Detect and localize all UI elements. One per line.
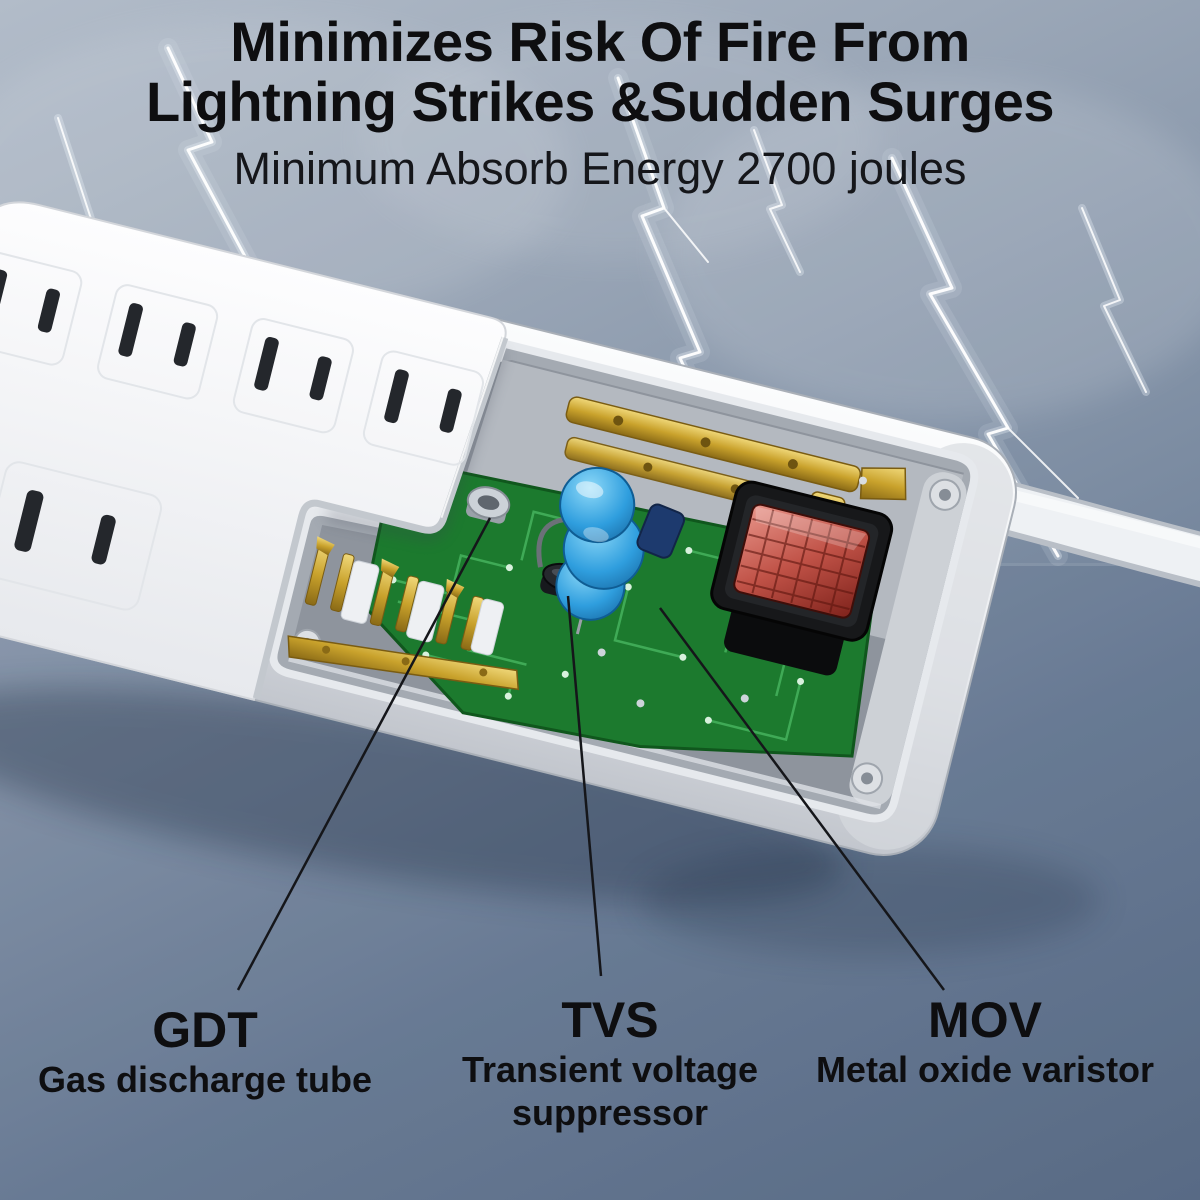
tvs-description-line-2: suppressor: [511, 1092, 709, 1134]
outlet-slot: [37, 288, 60, 333]
mov-abbreviation: MOV: [928, 992, 1042, 1048]
power-switch: [710, 480, 894, 676]
outlet-slot: [439, 388, 462, 433]
capacitor-component: [636, 503, 686, 559]
brass-contacts: [287, 536, 520, 691]
leader-line-gdt: [236, 517, 492, 991]
leader-line-mov: [658, 607, 946, 991]
strip-shadow: [0, 687, 1100, 955]
lightning-bolt-icon: [1078, 204, 1150, 396]
headline: Minimizes Risk Of Fire From Lightning St…: [0, 10, 1200, 195]
outlet-slot: [309, 356, 332, 401]
power-strip: [0, 201, 1018, 857]
gdt-component: [466, 486, 511, 524]
gdt-abbreviation: GDT: [152, 1002, 258, 1058]
outlet-slot: [173, 322, 196, 367]
leader-line-tvs: [566, 595, 603, 977]
mov-description: Metal oxide varistor: [815, 1049, 1155, 1090]
callout-mov: MOV Metal oxide varistor: [775, 992, 1195, 1091]
strip-cover: [0, 201, 509, 701]
outlet-slot: [254, 336, 279, 391]
outlets: [0, 250, 484, 611]
outlet-slot: [91, 514, 116, 565]
callout-tvs: TVS Transient voltage suppressor: [425, 992, 795, 1134]
gdt-description: Gas discharge tube: [37, 1059, 373, 1100]
headline-line-1: Minimizes Risk Of Fire From: [230, 10, 970, 73]
headline-subtitle: Minimum Absorb Energy 2700 joules: [233, 142, 967, 194]
callout-gdt: GDT Gas discharge tube: [15, 1002, 395, 1101]
tvs-abbreviation: TVS: [561, 992, 659, 1048]
outlet-slot: [0, 269, 8, 323]
outlet-slot: [118, 303, 143, 357]
outlet-slot: [14, 490, 44, 552]
headline-line-2: Lightning Strikes &Sudden Surges: [145, 70, 1055, 134]
leader-lines: [236, 517, 946, 991]
tvs-description-line-1: Transient voltage: [461, 1049, 759, 1090]
outlet-slot: [384, 369, 409, 424]
mov-discs: [555, 466, 645, 635]
lightning-bolt-icon: [750, 126, 804, 276]
